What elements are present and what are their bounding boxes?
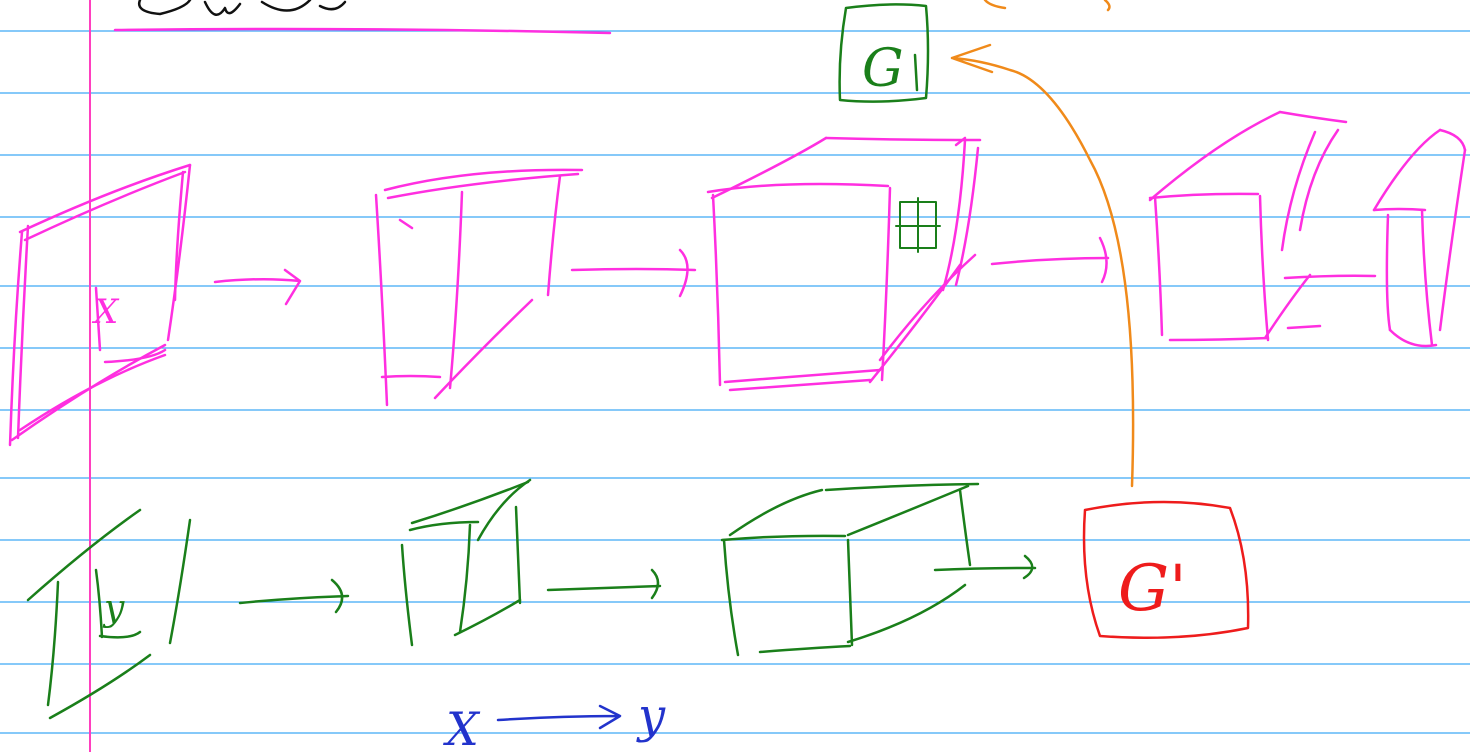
header-underline: [113, 27, 612, 35]
gram-g-prime-label: G': [1118, 552, 1187, 626]
feature-block-2: [706, 136, 982, 392]
arrow-3: [990, 236, 1110, 284]
mapping-x-label: X: [443, 702, 481, 752]
mapping-y-label: y: [636, 688, 666, 744]
input-y-label: y: [102, 588, 125, 629]
header-scribble: [137, 0, 347, 16]
arrow-4: [238, 578, 350, 614]
ruled-lines: [0, 30, 1470, 734]
input-x-label: X: [91, 292, 120, 332]
orange-link-arrow: [950, 43, 1135, 488]
feature-patch: [895, 197, 941, 253]
header-orange-mark: [983, 0, 1111, 12]
arrow-2: [570, 248, 697, 298]
input-image-y: [26, 508, 192, 720]
arrow-5: [546, 568, 662, 600]
arrow-6: [933, 554, 1037, 580]
gram-g-prime-box: [1082, 500, 1250, 640]
mapping-arrow: [496, 704, 622, 730]
arrow-1: [213, 268, 302, 306]
gram-g-label: G: [862, 39, 904, 99]
feature-block-1: [374, 168, 584, 407]
green-block-1: [400, 478, 532, 647]
input-image-x: [8, 163, 192, 447]
gram-g-box: [838, 3, 930, 103]
green-block-2: [720, 482, 980, 657]
feature-block-3: [1148, 110, 1467, 348]
